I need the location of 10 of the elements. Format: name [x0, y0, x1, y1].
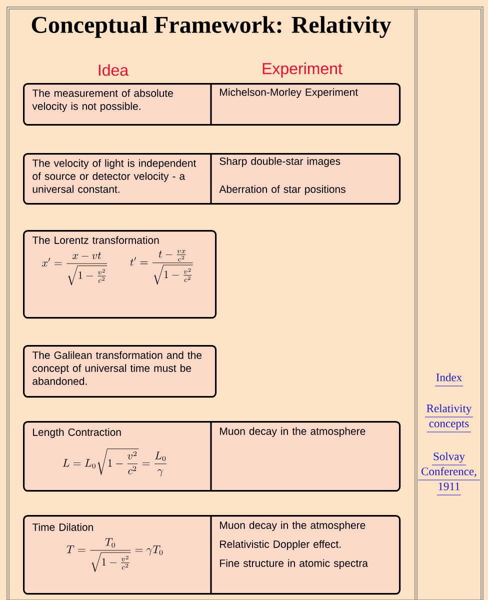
link: Relativity concepts — [424, 404, 474, 432]
concept-box: The measurement of absolute velocity is not possible. Michelson-Morley Experiment — [23, 83, 401, 126]
concept-box: Time Dilation $T = \frac{T_0}{\sqrt{1 - \frac{v^2}{c^2}}} = \gamma T_0$ Muon decay in the atmosphere Relativistic Doppler effect. Fine structure in atomic spectra — [23, 515, 401, 595]
concept-box: Length Contraction $L = L_0\sqrt{1 - \frac{v^2}{c^2}} = \frac{L_0}{\gamma}$ Muon decay in the atmosphere — [23, 421, 401, 492]
concept-box: The Lorentz transformation $x' = \frac{x - vt}{\sqrt{1 - \frac{v^2}{c^2}}}$ $t' = \frac{t - \frac{vx}{c^2}}{\sqrt{1 - \frac{v^2}{c^2}}}$ — [23, 230, 217, 319]
concept-box: The velocity of light is independent of source or detector velocity - a universal constant. Sharp double-star images Aberration of star positions — [23, 153, 401, 205]
title: Conceptual Framework: Relativity — [32, 16, 392, 38]
concept-box: The Galilean transformation and the concept of universal time must be abandoned. — [23, 345, 217, 398]
link: Index — [434, 373, 464, 386]
link: Solvay Conference, 1911 — [418, 452, 480, 496]
